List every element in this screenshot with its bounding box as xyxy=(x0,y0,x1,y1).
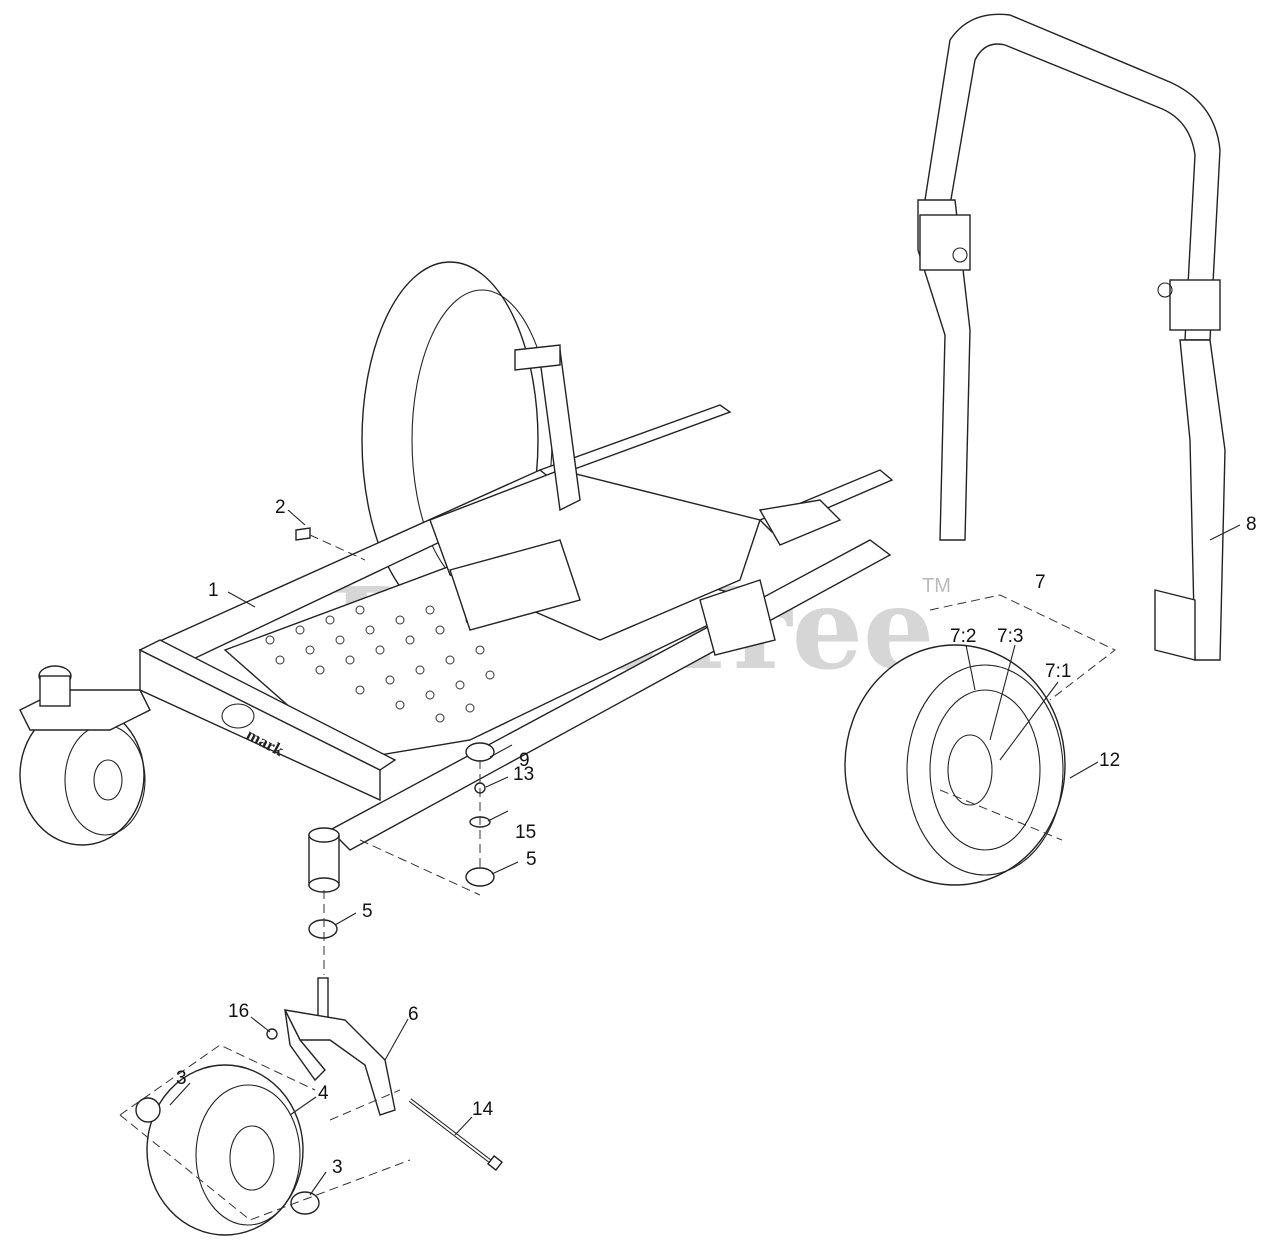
callout-7-2[interactable]: 7:2 xyxy=(950,626,976,647)
bearing-9 xyxy=(465,742,495,762)
callout-16[interactable]: 16 xyxy=(228,1001,249,1022)
callout-2[interactable]: 2 xyxy=(275,497,286,518)
callout-9[interactable]: 9 xyxy=(519,750,530,771)
hardware-stack xyxy=(308,742,495,939)
bearing-5-upper xyxy=(465,867,495,887)
callout-12[interactable]: 12 xyxy=(1099,750,1120,771)
spacer-3a xyxy=(135,1097,161,1123)
callout-15[interactable]: 15 xyxy=(515,822,536,843)
front-left-caster-assembly xyxy=(19,665,151,846)
callout-1[interactable]: 1 xyxy=(208,580,219,601)
watermark-trademark: TM xyxy=(922,575,951,597)
callout-5-lower[interactable]: 5 xyxy=(362,901,373,922)
axle-bolt[interactable] xyxy=(408,1098,504,1172)
callout-13[interactable]: 13 xyxy=(513,764,534,785)
callout-6[interactable]: 6 xyxy=(408,1004,419,1025)
callout-7-3[interactable]: 7:3 xyxy=(997,626,1023,647)
roll-over-protection-bar[interactable] xyxy=(917,13,1226,661)
callout-7[interactable]: 7 xyxy=(1035,572,1046,593)
callout-labels: 1 2 3 3 4 5 5 6 7 7:1 7:2 7:3 8 9 12 13 … xyxy=(176,497,1257,1178)
plate-perforations xyxy=(265,605,495,723)
decal-2 xyxy=(295,527,311,541)
main-frame[interactable]: mark xyxy=(138,344,894,851)
callout-14[interactable]: 14 xyxy=(472,1099,494,1120)
callout-3-left[interactable]: 3 xyxy=(176,1068,187,1089)
caster-fork[interactable] xyxy=(283,977,396,1116)
callout-7-1[interactable]: 7:1 xyxy=(1045,661,1071,682)
rear-right-tire-assembly[interactable] xyxy=(844,644,1066,886)
spacer-3b xyxy=(290,1191,320,1215)
caster-pivot-tube[interactable] xyxy=(308,827,340,893)
leader-lines xyxy=(169,509,1241,1196)
callout-8[interactable]: 8 xyxy=(1246,514,1257,535)
assembly-lines xyxy=(119,534,1116,1221)
bearing-5-lower xyxy=(308,919,338,939)
caster-wheel[interactable] xyxy=(135,1028,320,1236)
callout-4[interactable]: 4 xyxy=(318,1083,329,1104)
callout-5-upper[interactable]: 5 xyxy=(526,849,537,870)
callout-3-right[interactable]: 3 xyxy=(332,1157,343,1178)
